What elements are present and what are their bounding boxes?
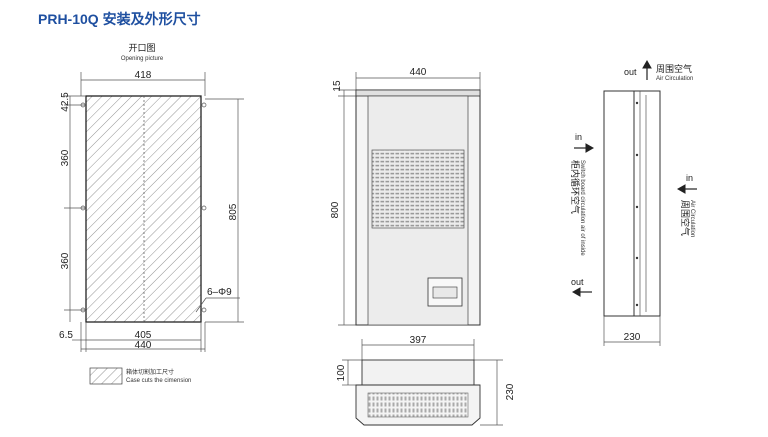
front-air-grille [371, 149, 465, 229]
side-right-cn: 周围空气 [680, 200, 691, 236]
bottom-view: 397 100 230 [336, 335, 516, 426]
side-dim-depth: 230 [624, 332, 641, 343]
side-out-top-cn: 周围空气 [656, 63, 692, 74]
opening-dim-right: 805 [228, 203, 239, 220]
side-right-en: Air Circulation [689, 200, 695, 237]
opening-hole-label: 6–Φ9 [207, 287, 232, 298]
side-out-left: out [571, 277, 584, 287]
bottom-dim-depth: 100 [336, 364, 347, 381]
opening-dim-left-top: 42.5 [60, 92, 71, 112]
mount-hole [201, 307, 207, 313]
front-dim-top: 15 [332, 80, 343, 92]
side-left-en: Switch board circulation air of inside [579, 160, 585, 256]
mount-hole [201, 205, 207, 211]
arrow-left-icon [676, 184, 686, 194]
page-title: PRH-10Q 安装及外形尺寸 [38, 11, 201, 27]
arrow-left-icon [571, 287, 581, 297]
opening-dim-top: 418 [135, 70, 152, 81]
front-dim-height: 800 [330, 201, 341, 218]
opening-dim-left-mid1: 360 [60, 149, 71, 166]
controller-display [432, 286, 458, 299]
opening-dim-bottom-inner: 405 [135, 330, 152, 341]
opening-label-cn: 开口图 [128, 43, 155, 53]
front-dim-width: 440 [410, 67, 427, 78]
front-view: 440 15 800 [330, 67, 481, 326]
bottom-grille [367, 392, 469, 418]
opening-dim-left-small: 6.5 [59, 330, 73, 341]
side-in-left: in [575, 132, 582, 142]
legend-hatch-swatch [89, 367, 123, 385]
opening-label-en: Opening picture [121, 56, 164, 62]
side-left-cn: 柜内循环空气 [570, 160, 581, 214]
mount-hole [201, 102, 207, 108]
opening-hatch-area [85, 95, 202, 323]
bottom-dim-width: 397 [410, 335, 427, 346]
opening-drawing: 开口图 Opening picture 418 42.5 360 360 805 [59, 43, 244, 385]
side-in-right: in [686, 173, 693, 183]
side-view: out 周围空气 Air Circulation in 柜内循环空气 Switc… [570, 59, 697, 346]
bottom-unit-top [361, 359, 475, 386]
opening-dim-bottom-outer: 440 [135, 340, 152, 351]
bottom-dim-height: 230 [505, 383, 516, 400]
legend-label-cn: 箱体切割加工尺寸 [126, 368, 174, 376]
opening-dim-left-mid2: 360 [60, 252, 71, 269]
side-unit-body [603, 90, 661, 317]
arrow-up-icon [642, 59, 652, 69]
side-out-top: out [624, 67, 637, 77]
side-out-top-en: Air Circulation [656, 76, 693, 82]
arrow-right-icon [585, 143, 595, 153]
legend-label-en: Case cuts the cimension [126, 378, 191, 384]
